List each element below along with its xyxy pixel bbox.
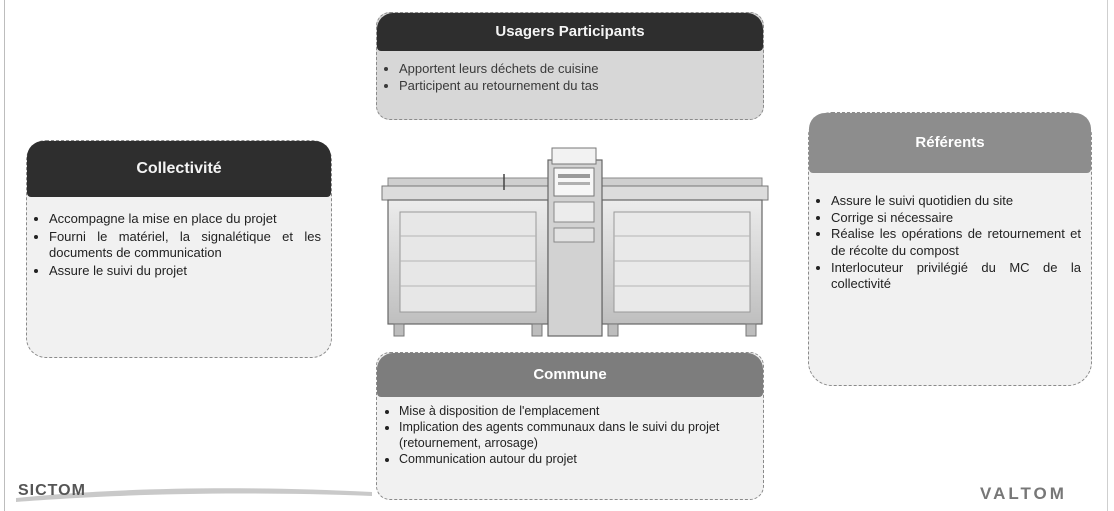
referents-title: Référents (809, 113, 1091, 173)
commune-item: Communication autour du projet (399, 451, 757, 467)
usagers-item: Apportent leurs déchets de cuisine (399, 61, 763, 78)
commune-item: Mise à disposition de l'emplacement (399, 403, 757, 419)
commune-item: Implication des agents communaux dans le… (399, 419, 757, 451)
sictom-logo-swoosh (16, 488, 372, 502)
usagers-list: Apportent leurs déchets de cuisine Parti… (377, 61, 763, 94)
referents-item: Réalise les opérations de retournement e… (831, 226, 1081, 259)
page-border-left (4, 0, 5, 511)
collectivite-title: Collectivité (27, 141, 331, 197)
referents-list: Assure le suivi quotidien du site Corrig… (809, 193, 1091, 293)
commune-title: Commune (377, 353, 763, 397)
collectivite-item: Assure le suivi du projet (49, 263, 321, 280)
referents-item: Corrige si nécessaire (831, 210, 1081, 227)
referents-item: Assure le suivi quotidien du site (831, 193, 1081, 210)
referents-item: Interlocuteur privilégié du MC de la col… (831, 260, 1081, 293)
page-border-right (1107, 0, 1108, 511)
referents-box: Référents Assure le suivi quotidien du s… (808, 112, 1092, 386)
collectivite-list: Accompagne la mise en place du projet Fo… (27, 211, 331, 280)
collectivite-item: Fourni le matériel, la signalétique et l… (49, 229, 321, 262)
commune-box: Commune Mise à disposition de l'emplacem… (376, 352, 764, 500)
commune-list: Mise à disposition de l'emplacement Impl… (377, 403, 763, 467)
sictom-logo: SICTOM (18, 482, 86, 499)
composter-image (381, 147, 769, 337)
collectivite-box: Collectivité Accompagne la mise en place… (26, 140, 332, 358)
valtom-logo: VALTOM (980, 484, 1067, 503)
usagers-item: Participent au retournement du tas (399, 78, 763, 95)
usagers-box: Usagers Participants Apportent leurs déc… (376, 12, 764, 120)
collectivite-item: Accompagne la mise en place du projet (49, 211, 321, 228)
usagers-title: Usagers Participants (377, 13, 763, 51)
